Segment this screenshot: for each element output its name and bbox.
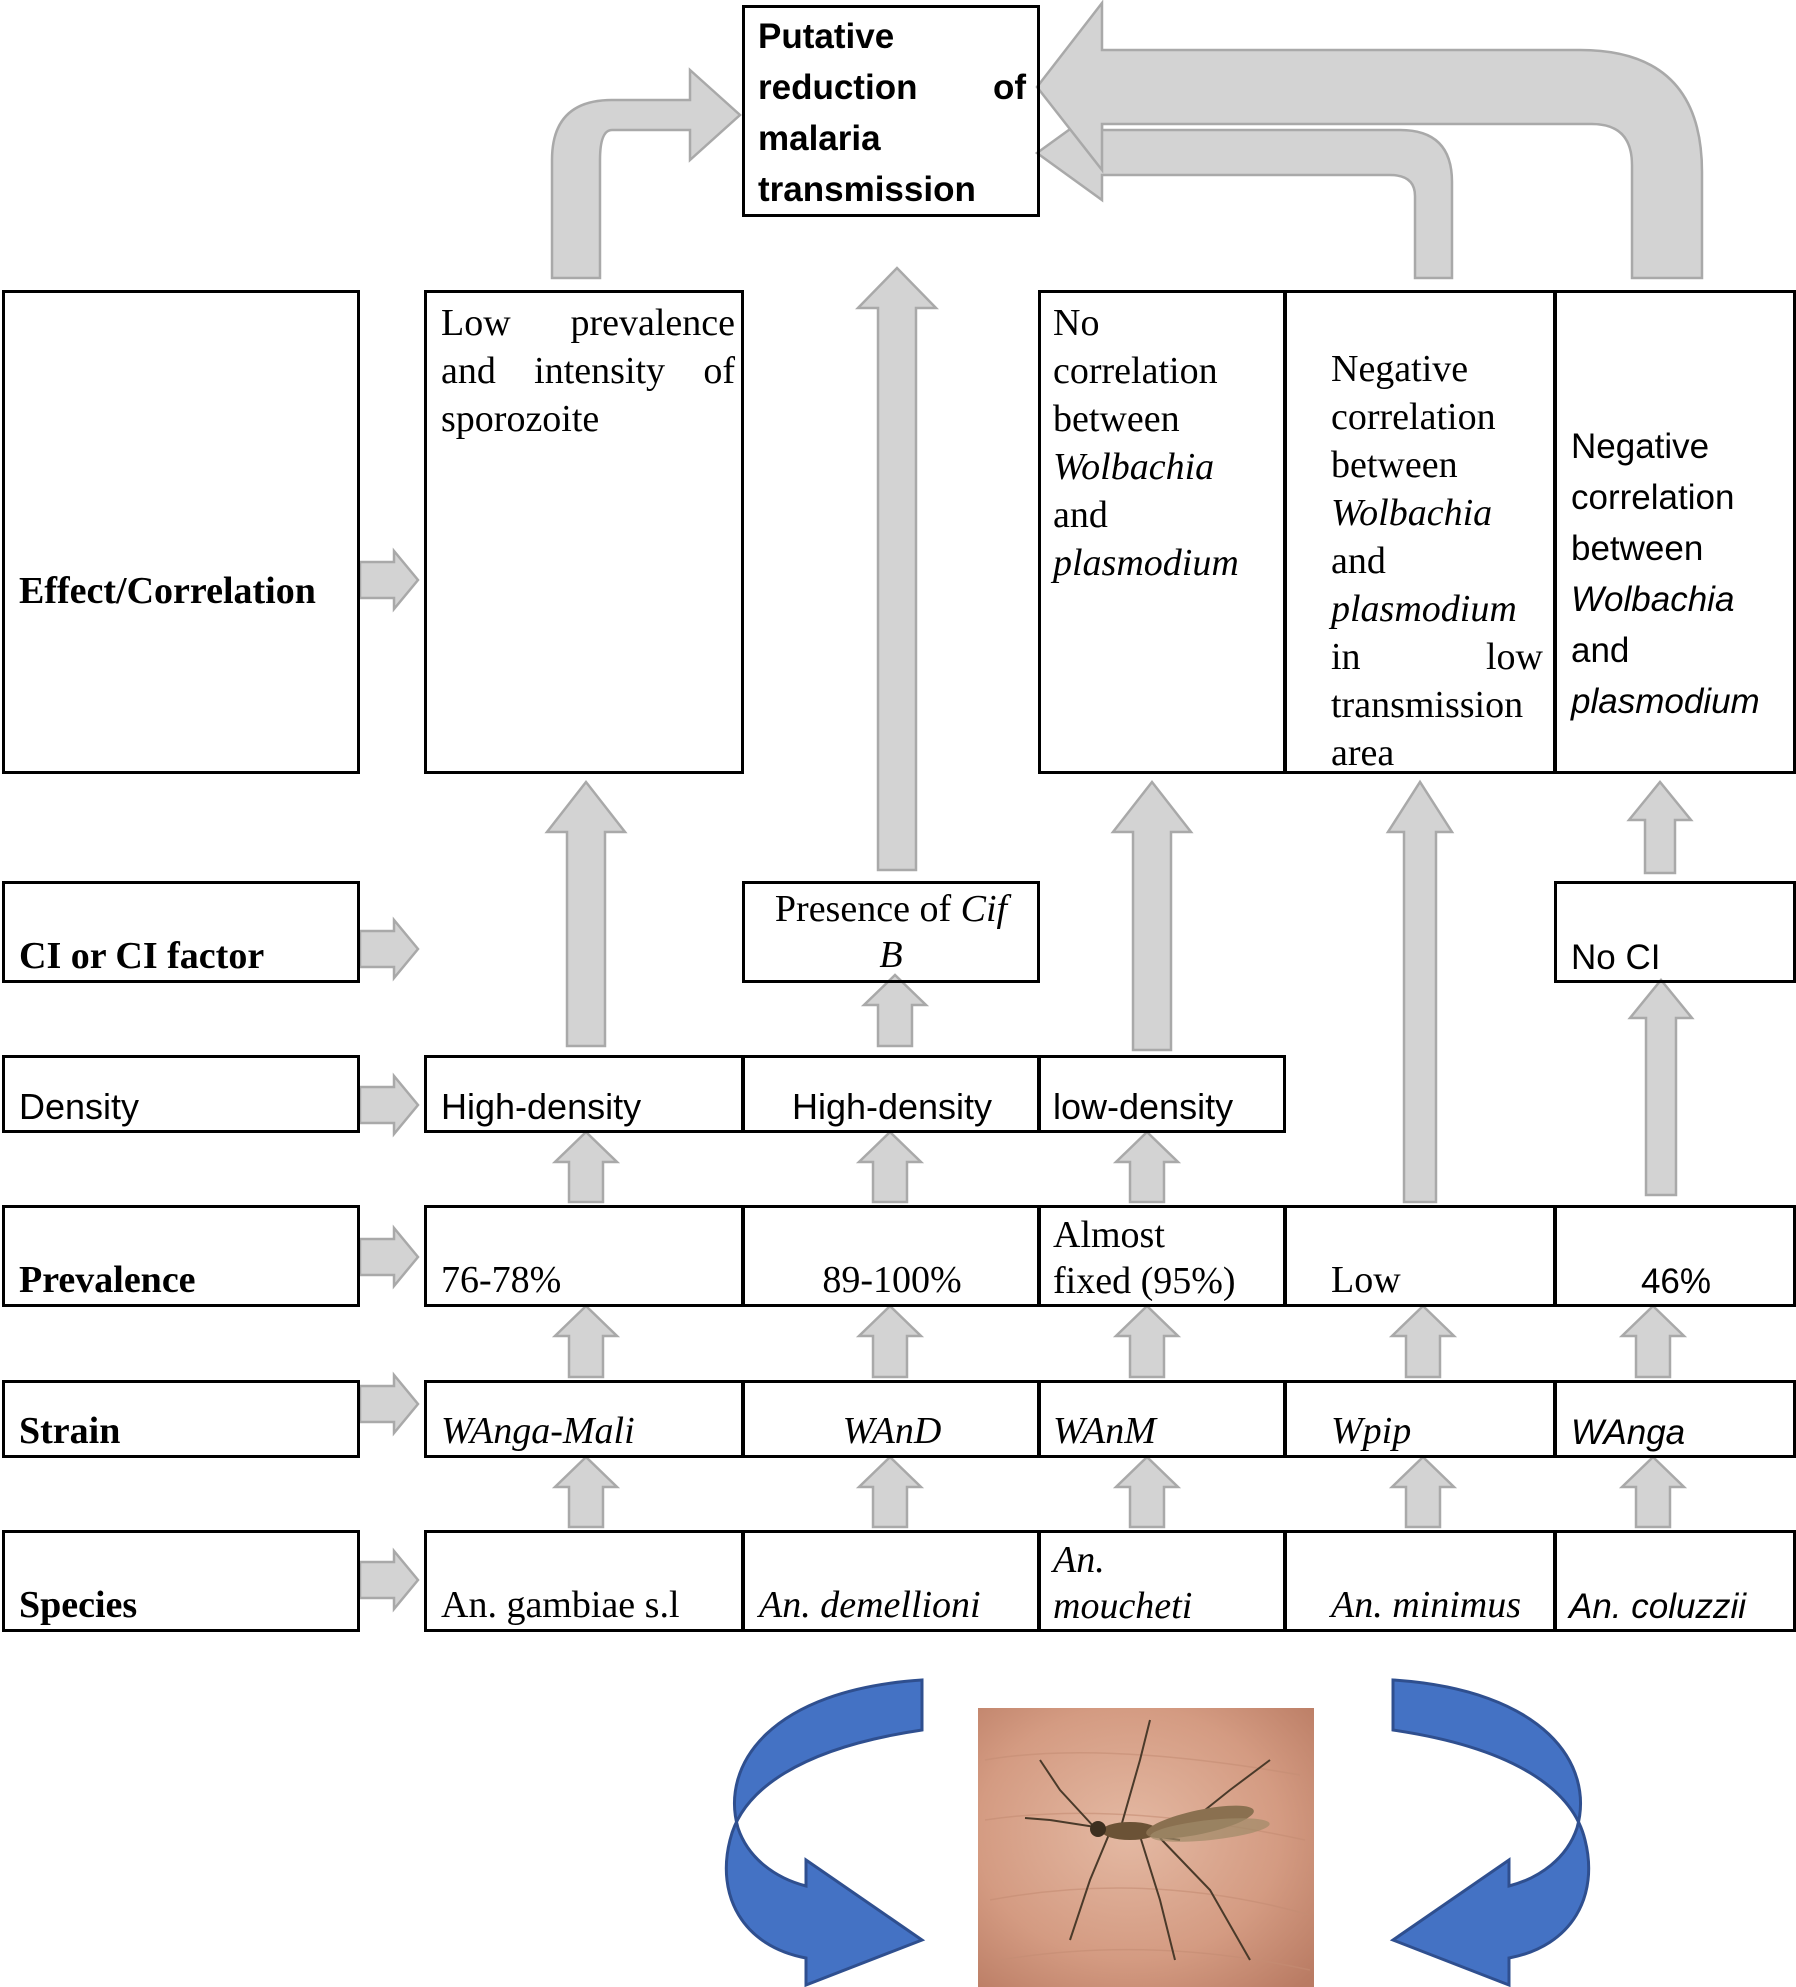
effect-cell-4: Negative correlation between Wolbachia a…	[1284, 290, 1556, 774]
prevalence-cell-5: 46%	[1554, 1205, 1796, 1307]
mosquito-photo	[978, 1708, 1314, 1987]
up-arrow-prevalence-density-col3	[1112, 1130, 1182, 1204]
up-arrow-prevalence-ci-col5	[1627, 978, 1695, 1197]
row-label-ci: CI or CI factor	[2, 881, 360, 983]
up-arrow-strain-prevalence-col1	[551, 1304, 621, 1379]
up-arrow-density-effect-col1	[544, 779, 628, 1048]
up-arrow-prevalence-density-col1	[551, 1130, 621, 1204]
strain-cell-1: WAnga-Mali	[424, 1380, 744, 1458]
effect-cell-5: Negative correlation between Wolbachia a…	[1554, 290, 1796, 774]
prevalence-cell-4: Low	[1284, 1205, 1556, 1307]
right-arrow-species	[358, 1547, 420, 1613]
up-arrow-prevalence-effect-col4	[1385, 779, 1455, 1204]
row-label-species: Species	[2, 1530, 360, 1632]
prevalence-cell-1: 76-78%	[424, 1205, 744, 1307]
up-arrow-strain-prevalence-col2	[855, 1304, 925, 1379]
row-label-strain: Strain	[2, 1380, 360, 1458]
row-label-prevalence: Prevalence	[2, 1205, 360, 1307]
strain-cell-4: Wpip	[1284, 1380, 1556, 1458]
up-arrow-prevalence-density-col2	[855, 1130, 925, 1204]
effect-cell-1: Low prevalence and intensity of sporozoi…	[424, 290, 744, 774]
species-cell-3: An. moucheti	[1038, 1530, 1286, 1632]
species-cell-5: An. coluzzii	[1554, 1530, 1796, 1632]
title-text: Putative reduction of malaria transmissi…	[758, 11, 1026, 215]
up-arrow-strain-prevalence-col3	[1112, 1304, 1182, 1379]
title-line-3: malaria	[758, 119, 881, 158]
mosquito-icon	[1024, 1719, 1271, 1961]
up-arrow-ci-title-col2	[855, 266, 939, 872]
bent-arrow-left	[550, 67, 742, 280]
strain-cell-3: WAnM	[1038, 1380, 1286, 1458]
title-line-4: transmission	[758, 170, 976, 209]
up-arrow-species-strain-col2	[855, 1455, 925, 1529]
right-arrow-density	[358, 1072, 420, 1138]
right-arrow-prevalence	[358, 1224, 420, 1290]
up-arrow-strain-prevalence-col4	[1388, 1304, 1458, 1379]
up-arrow-ci-effect-col5	[1626, 780, 1694, 875]
up-arrow-species-strain-col5	[1618, 1455, 1688, 1529]
ci-cell-5: No CI	[1554, 881, 1796, 983]
title-box	[742, 5, 1040, 217]
right-arrow-ci	[358, 916, 420, 982]
bent-arrow-large	[1035, 0, 1704, 280]
species-cell-1: An. gambiae s.l	[424, 1530, 744, 1632]
blue-curved-arrow-left	[724, 1678, 926, 1987]
density-cell-3: low-density	[1038, 1055, 1286, 1133]
density-cell-2: High-density	[742, 1055, 1040, 1133]
prevalence-cell-2: 89-100%	[742, 1205, 1040, 1307]
up-arrow-density-effect-col3	[1110, 779, 1194, 1052]
density-cell-1: High-density	[424, 1055, 744, 1133]
right-arrow-effect	[358, 547, 420, 613]
right-arrow-strain	[358, 1371, 420, 1437]
title-line-1: Putative	[758, 17, 895, 56]
ci-cell-2: Presence of Cif B	[742, 881, 1040, 983]
row-label-density: Density	[2, 1055, 360, 1133]
up-arrow-strain-prevalence-col5	[1618, 1304, 1688, 1379]
up-arrow-density-ci-col2	[860, 973, 930, 1048]
species-cell-2: An. demellioni	[742, 1530, 1040, 1632]
prevalence-cell-3: Almost fixed (95%)	[1038, 1205, 1286, 1307]
species-cell-4: An. minimus	[1284, 1530, 1556, 1632]
effect-cell-3: No correlation between Wolbachia and pla…	[1038, 290, 1286, 774]
up-arrow-species-strain-col1	[551, 1455, 621, 1529]
strain-cell-5: WAnga	[1554, 1380, 1796, 1458]
blue-curved-arrow-right	[1389, 1678, 1591, 1987]
strain-cell-2: WAnD	[742, 1380, 1040, 1458]
title-line-2a: reduction	[758, 68, 918, 107]
row-label-effect: Effect/Correlation	[2, 290, 360, 774]
up-arrow-species-strain-col4	[1388, 1455, 1458, 1529]
up-arrow-species-strain-col3	[1112, 1455, 1182, 1529]
title-line-2b: of	[992, 68, 1026, 107]
